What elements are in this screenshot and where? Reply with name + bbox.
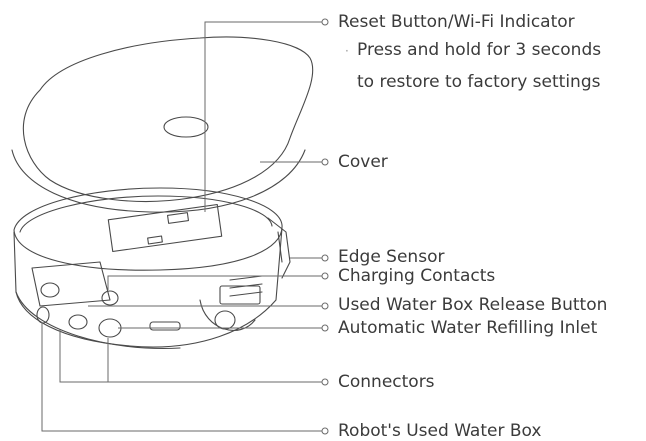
label-connectors: Connectors (338, 372, 435, 392)
label-edge-sensor: Edge Sensor (338, 247, 445, 267)
label-reset-button: Reset Button/Wi-Fi Indicator (338, 12, 575, 32)
cover-hole (163, 116, 209, 138)
front-panel (31, 261, 111, 307)
label-refill-inlet: Automatic Water Refilling Inlet (338, 318, 598, 338)
robot-bottom (15, 291, 181, 350)
label-used-water-box: Robot's Used Water Box (338, 421, 542, 441)
compartment (107, 203, 223, 253)
compartment-latch (147, 235, 163, 245)
robot-top-inner (19, 195, 273, 233)
note-reset-line2: to restore to factory settings (357, 72, 601, 92)
label-cover: Cover (338, 152, 388, 172)
label-release-button: Used Water Box Release Button (338, 295, 608, 315)
edge-sensor-shape (267, 217, 291, 279)
note-bullet: · (345, 44, 349, 58)
compartment-button (166, 212, 190, 224)
note-reset-line1: Press and hold for 3 seconds (357, 40, 602, 60)
robot-side-left (13, 227, 283, 348)
robot-top (13, 187, 283, 271)
cover-outline (22, 36, 314, 202)
cover-edge (11, 149, 306, 213)
label-charging-contacts: Charging Contacts (338, 266, 496, 286)
